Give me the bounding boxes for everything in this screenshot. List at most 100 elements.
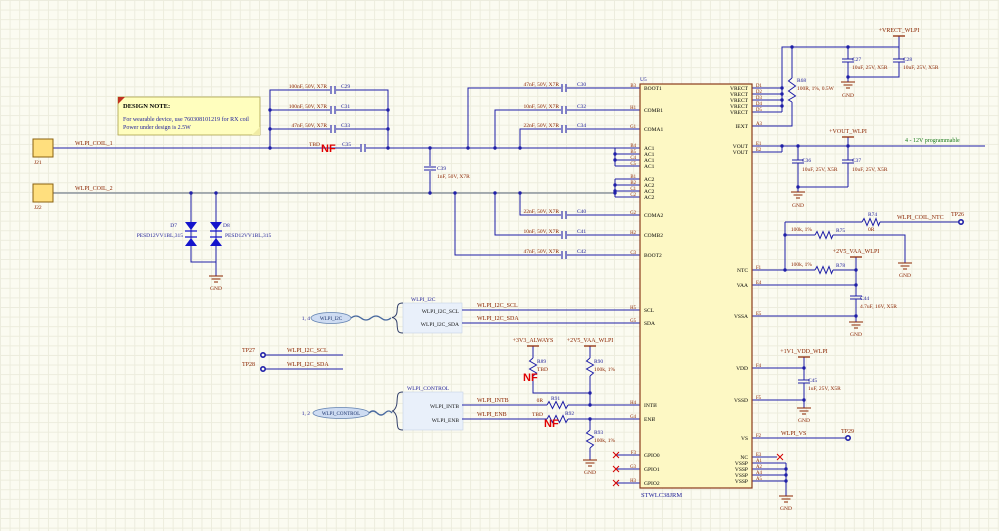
harness-control-connector[interactable] (312, 391, 464, 431)
pin-name-vssp1: VSSP (735, 461, 748, 467)
coma1-row-wire[interactable] (519, 128, 640, 148)
res-r78-icon (814, 265, 834, 275)
r89-branch-wire[interactable] (532, 346, 590, 394)
gnd-icon (583, 459, 597, 467)
boot2-row-wire[interactable] (454, 193, 640, 256)
cap-c42-value: 47nF, 50V, X7R (523, 249, 559, 255)
gnd-icon (841, 81, 855, 89)
cap-c29-refdes: C29 (341, 84, 350, 90)
pin-num-g2: G2 (630, 211, 636, 216)
tvs-branch-wire[interactable] (190, 193, 217, 276)
diode-d8-icon[interactable] (210, 238, 222, 246)
harness-i2c-sheet-refs: 1, 4 (302, 316, 311, 322)
pin-name-ac1-1: AC1 (644, 146, 655, 152)
design-note-box[interactable] (117, 96, 261, 136)
harness-i2c-connector[interactable] (310, 302, 463, 334)
cap-c33-icon (330, 125, 336, 133)
res-r68-icon (787, 77, 797, 103)
pin-name-ac2-3: AC2 (644, 189, 655, 195)
ic-u5-body[interactable] (639, 83, 753, 489)
pin-num-a1: A1 (756, 459, 762, 464)
cap-c32-value: 10nF, 50V, X7R (523, 104, 559, 110)
gnd-icon (791, 191, 805, 199)
comb1-row-wire[interactable] (494, 109, 640, 148)
pin-num-b1: B1 (630, 175, 636, 180)
cap-c27-refdes: C27 (852, 57, 861, 63)
pin-name-coma2: COMA2 (644, 213, 664, 219)
pin-name-gpio2: GPIO2 (644, 481, 660, 487)
pin-name-vs: VS (741, 436, 748, 442)
boot1-row-wire[interactable] (467, 87, 640, 148)
testpoint-tp27: TP27 (242, 348, 255, 354)
note-title: DESIGN NOTE: (123, 103, 170, 110)
net-label-coil-ntc: WLPI_COIL_NTC (897, 215, 944, 221)
gpio-stubs-wire[interactable] (617, 454, 640, 484)
resistor-symbols[interactable] (528, 77, 881, 449)
nf-mark-r92: NF (544, 418, 559, 430)
harness-i2c-title: WLPI_I2C (411, 297, 436, 303)
diode-d7-part: PESD12VV1BL,315 (137, 233, 184, 239)
cap-c41-refdes: C41 (577, 229, 586, 235)
note-dogear (252, 127, 260, 135)
pin-name-coma1: COMA1 (644, 127, 664, 133)
res-r91-icon (546, 400, 569, 410)
pin-name-vrect3: VRECT (730, 98, 749, 104)
note-line-1: For wearable device, use 760308101219 fo… (123, 116, 249, 123)
diode-d7-icon[interactable] (185, 238, 197, 246)
pin-num-c2: C2 (630, 193, 636, 198)
power-port-bar-icons (527, 35, 905, 358)
testpoint-tp27-pad[interactable] (259, 351, 266, 358)
nf-mark-c35: NF (321, 143, 336, 155)
net-label-tp28-sda: WLPI_I2C_SDA (287, 362, 329, 368)
vssp-bus-wire[interactable] (752, 462, 787, 496)
harness-ctrl-title: WLPI_CONTROL (407, 386, 450, 392)
coma2-row-wire[interactable] (519, 193, 640, 216)
vrect-cap-wire[interactable] (847, 47, 900, 82)
cap-c45-refdes: C45 (808, 378, 817, 384)
power-net-2v5-r90: +2V5_VAA_WLPI (567, 338, 614, 344)
ntc-net-wire[interactable] (752, 221, 958, 271)
cap-c31-value: 100nF, 50V, X7R (289, 104, 328, 110)
net-label-wlpi-coil-2: WLPI_COIL_2 (75, 186, 113, 192)
cap-c39-icon (424, 166, 436, 171)
vout-net-wire[interactable] (752, 137, 985, 153)
comb2-row-wire[interactable] (494, 193, 640, 236)
pin-num-f5: F5 (756, 396, 762, 401)
diode-d7-icon[interactable] (185, 222, 197, 230)
vrect-net-wire[interactable] (752, 36, 900, 127)
pin-num-g1: G1 (630, 125, 636, 130)
pin-num-c4: C4 (630, 156, 636, 161)
cap-bank-wire[interactable] (269, 89, 389, 148)
cap-c36-value: 10uF, 25V, X5R (802, 167, 838, 173)
connector-j22[interactable] (32, 183, 54, 203)
vaa-branch-wire[interactable] (752, 257, 857, 322)
ac1-bus-wire[interactable] (614, 147, 640, 167)
cap-c29-value: 100nF, 50V, X7R (289, 84, 328, 90)
pin-num-h4: H4 (630, 401, 636, 406)
harness-ctrl-squiggle-icon (368, 410, 393, 416)
pin-num-a3: A3 (756, 122, 762, 127)
pin-num-d1: D1 (756, 84, 762, 89)
testpoint-tp26-pad[interactable] (957, 219, 964, 226)
power-net-vrect: +VRECT_WLPI (879, 28, 920, 34)
testpoint-tp28-pad[interactable] (259, 365, 266, 372)
cap-c35-icon (360, 144, 366, 152)
connector-j22-refdes: J22 (34, 205, 42, 211)
connector-j21[interactable] (32, 138, 54, 158)
cap-c42-refdes: C42 (577, 249, 586, 255)
cap-c40-value: 22nF, 50V, X7R (523, 209, 559, 215)
cap-c36-refdes: C36 (802, 158, 811, 164)
res-r68-refdes: R68 (797, 78, 806, 84)
testpoint-tp29-pad[interactable] (844, 434, 851, 441)
cap-c37-value: 10uF, 25V, X5R (852, 167, 888, 173)
res-r91-value: 0R (537, 398, 544, 404)
net-label-wlpi-intb: WLPI_INTB (477, 398, 509, 404)
res-r92-icon (546, 414, 569, 424)
testpoint-tp28: TP28 (242, 362, 255, 368)
tvs-diode-symbols[interactable] (185, 222, 222, 246)
harness-ctrl-entry-intb: WLPI_INTB (430, 404, 459, 410)
pin-name-vrect5: VRECT (730, 110, 749, 116)
diode-d8-icon[interactable] (210, 222, 222, 230)
capacitor-symbols[interactable] (330, 58, 905, 384)
ac2-bus-wire[interactable] (614, 178, 640, 198)
